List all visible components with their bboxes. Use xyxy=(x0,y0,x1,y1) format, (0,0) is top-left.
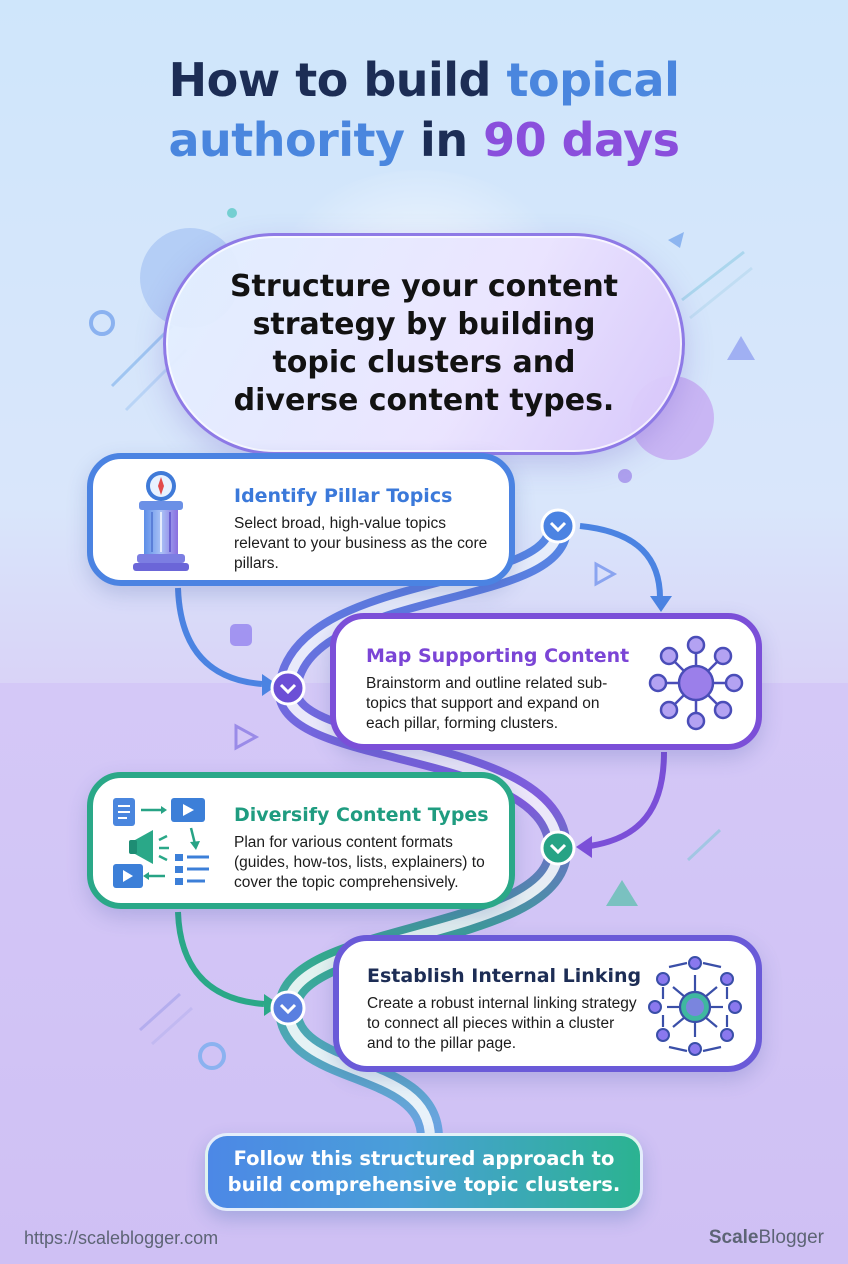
chevron-node-4 xyxy=(270,990,306,1026)
pillar-compass-icon xyxy=(133,471,189,571)
step-3-title: Diversify Content Types xyxy=(234,804,489,826)
title-part-4: in xyxy=(404,113,484,167)
intro-text: Structure your content strategy by build… xyxy=(229,269,619,418)
step-1-title: Identify Pillar Topics xyxy=(234,485,453,507)
footer-url[interactable]: https://scaleblogger.com xyxy=(24,1228,219,1248)
cta-banner: Follow this structured approach to build… xyxy=(205,1133,643,1211)
step-2-body: Brainstorm and outline related sub-topic… xyxy=(366,675,608,732)
title-part-2: topical xyxy=(506,53,680,107)
step-4-title: Establish Internal Linking xyxy=(367,965,642,987)
brand-bold: Scale xyxy=(708,1227,759,1248)
brand-rest: Blogger xyxy=(758,1227,825,1248)
step-4-body: Create a robust internal linking strateg… xyxy=(367,995,637,1052)
intro-bubble: Structure your content strategy by build… xyxy=(163,233,685,455)
step-card-internal-linking: Establish Internal Linking Create a robu… xyxy=(333,935,762,1072)
page-title: How to build topical authority in 90 day… xyxy=(0,50,848,170)
step-3-body: Plan for various content formats (guides… xyxy=(234,834,485,891)
brand-logo: ScaleBlogger xyxy=(709,1227,824,1249)
chevron-node-1 xyxy=(540,508,576,544)
internal-links-icon xyxy=(648,956,742,1056)
content-formats-icon xyxy=(113,798,209,888)
step-card-identify-pillar: Identify Pillar Topics Select broad, hig… xyxy=(87,453,515,586)
cluster-network-icon xyxy=(648,635,744,731)
title-part-1: How to build xyxy=(168,53,507,107)
chevron-node-3 xyxy=(540,830,576,866)
step-card-map-supporting: Map Supporting Content Brainstorm and ou… xyxy=(330,613,762,750)
step-card-diversify-content: Diversify Content Types Plan for various… xyxy=(87,772,515,909)
title-part-5: 90 days xyxy=(483,113,680,167)
title-part-3: authority xyxy=(168,113,405,167)
step-2-title: Map Supporting Content xyxy=(366,645,630,667)
cta-text: Follow this structured approach to build… xyxy=(227,1147,621,1196)
step-1-body: Select broad, high-value topics relevant… xyxy=(234,515,488,572)
chevron-node-2 xyxy=(270,670,306,706)
